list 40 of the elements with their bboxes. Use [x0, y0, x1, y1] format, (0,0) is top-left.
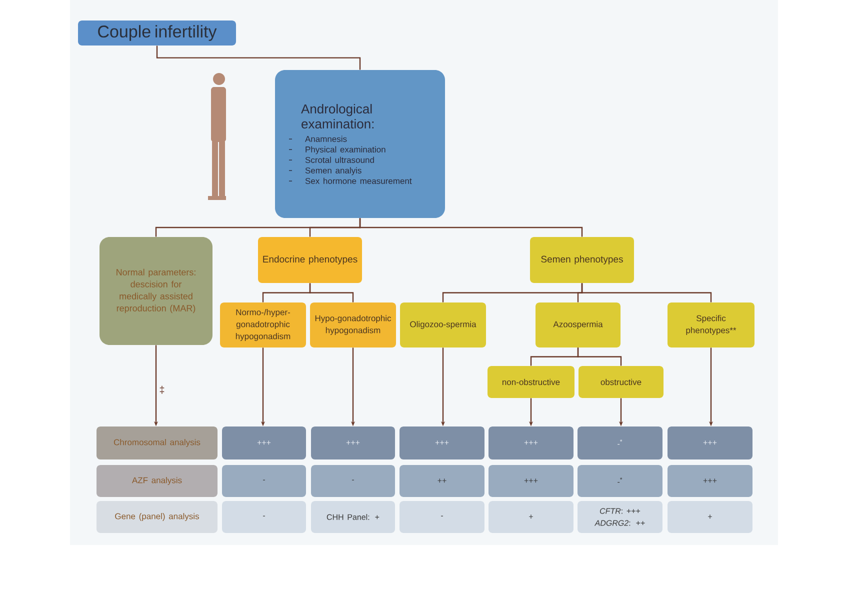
table-cell: + [488, 500, 574, 533]
edge-label: ‡ [160, 386, 164, 394]
table-cell: ++ [400, 464, 484, 497]
process-box: Specific phenotypes** [668, 302, 754, 348]
table-cell: +++ [668, 464, 752, 497]
table-cell: -$^{*}$ [578, 464, 662, 497]
table-cell: - [222, 464, 306, 497]
table-cell: Chromosomal analysis [96, 426, 218, 460]
connector [309, 283, 354, 302]
table-cell: +++ [222, 426, 306, 460]
table-cell: CHH Panel: + [311, 500, 395, 533]
table-cell: +++ [488, 426, 574, 460]
process-box: obstructive [578, 366, 664, 398]
table-cell: - [400, 500, 484, 533]
table-cell: -$^{*}$ [578, 426, 662, 460]
process-box: Hypo-gonadotrophic hypogonadism [310, 302, 396, 348]
process-box: Normal parameters: descision for medically assisted reproduction (MAR) [100, 237, 212, 345]
process-box: Semen phenotypes [530, 237, 634, 283]
connector [156, 46, 361, 70]
table-cell: +++ [400, 426, 484, 460]
process-box: Oligozoo-spermia [400, 302, 486, 348]
process-box: Normo-/hyper-gonadotrophic hypogonadism [220, 302, 306, 348]
process-box: non-obstructive [488, 366, 574, 398]
table-cell: Gene (panel) analysis [96, 500, 218, 533]
table-cell: AZF analysis [96, 464, 218, 497]
table-cell: CFTR: +++ ADGRG2: ++ [578, 500, 662, 533]
title-box: Couple infertility [78, 20, 236, 46]
table-cell: - [222, 500, 306, 533]
connector [581, 283, 712, 302]
table-cell: +++ [668, 426, 752, 460]
person-figure [208, 73, 226, 200]
connector [577, 348, 622, 366]
table-cell: +++ [311, 426, 395, 460]
process-box: Endocrine phenotypes [258, 237, 362, 283]
table-cell: - [311, 464, 395, 497]
table-cell: +++ [488, 464, 574, 497]
table-cell: + [668, 500, 752, 533]
process-box: Azoospermia [536, 302, 620, 348]
connector [359, 218, 583, 237]
process-box: Andrological examination: Anamnesis Physical examination Scrotal ultrasound Semen analyis Sex hormone measurement [275, 70, 445, 218]
